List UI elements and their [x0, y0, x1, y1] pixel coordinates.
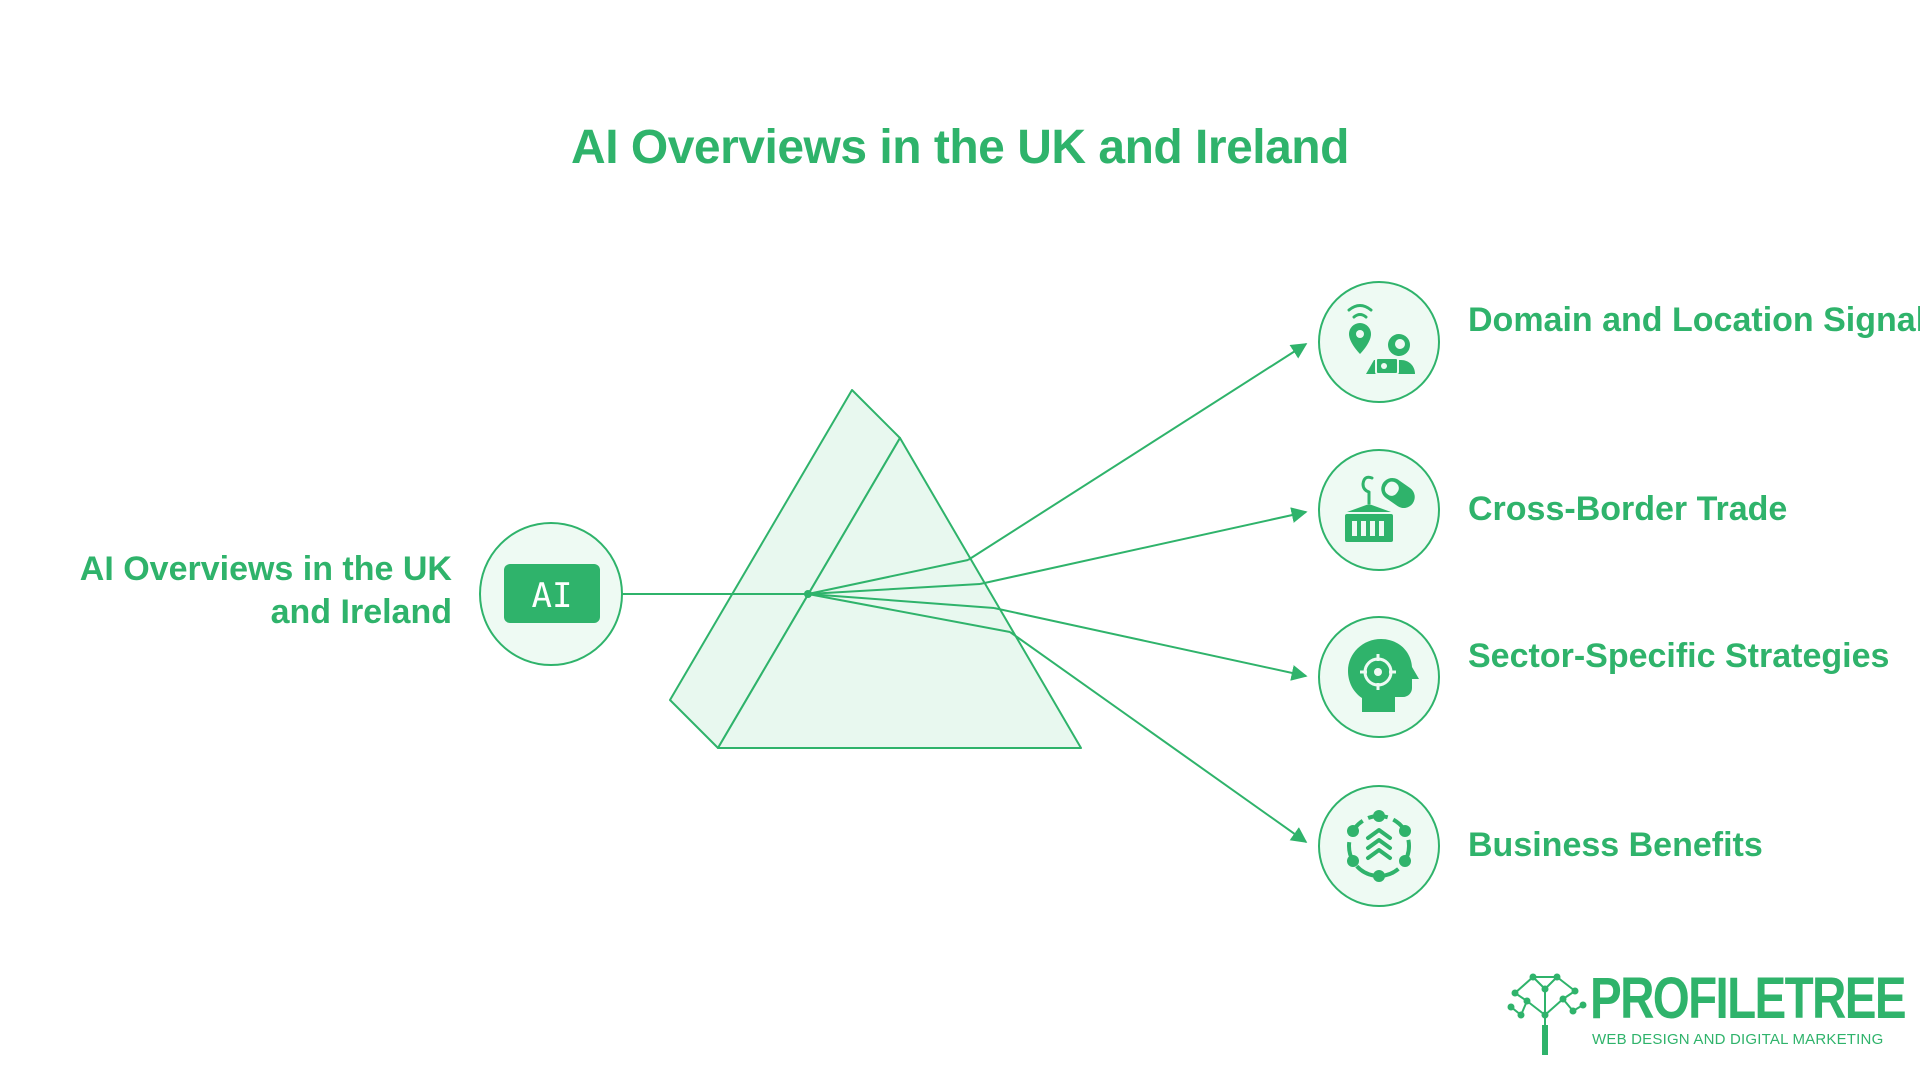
tree-logo-icon	[1507, 973, 1587, 1055]
arrow-sector-specific	[993, 607, 1308, 681]
output-ray	[807, 593, 995, 609]
page-title: AI Overviews in the UK and Ireland	[571, 121, 1349, 174]
output-label-text: Sector-Specific Strategies	[1468, 637, 1890, 675]
output-ray	[807, 583, 981, 595]
output-label-text: Cross-Border Trade	[1468, 490, 1788, 528]
output-label-sector-specific: Sector-Specific Strategies	[1468, 635, 1889, 678]
logo-tagline: WEB DESIGN AND DIGITAL MARKETING	[1592, 1031, 1884, 1048]
output-label-domain-location: Domain and Location Signals	[1468, 299, 1920, 342]
ai-badge	[504, 564, 600, 623]
output-label-business-benefits: Business Benefits	[1468, 824, 1763, 867]
output-node-business-benefits	[1318, 785, 1440, 907]
arrow-cross-border	[979, 507, 1308, 585]
arrow-business-benefits	[1009, 631, 1308, 843]
output-label-text: Business Benefits	[1468, 826, 1763, 864]
output-node-domain-location	[1318, 281, 1440, 403]
arrow-domain-location	[967, 343, 1308, 561]
output-label-text: Domain and Location Signals	[1468, 301, 1920, 339]
source-node: AI	[479, 522, 623, 666]
source-label: AI Overviews in the UK and Ireland	[79, 550, 452, 631]
cross-border-trade-icon	[1345, 475, 1415, 542]
logo-wordmark: PROFILETREE	[1590, 966, 1907, 1031]
profiletree-logo: PROFILETREE WEB DESIGN AND DIGITAL MARKE…	[1505, 965, 1907, 1057]
output-label-cross-border: Cross-Border Trade	[1468, 488, 1787, 531]
output-node-cross-border	[1318, 449, 1440, 571]
location-signal-icon	[1347, 304, 1415, 375]
output-ray	[807, 593, 1011, 633]
output-node-sector-specific	[1318, 616, 1440, 738]
ai-badge-label: AI	[532, 576, 573, 616]
prism	[669, 389, 1082, 749]
network-benefits-icon	[1347, 810, 1411, 882]
output-ray	[807, 559, 969, 595]
head-target-icon	[1348, 639, 1419, 712]
